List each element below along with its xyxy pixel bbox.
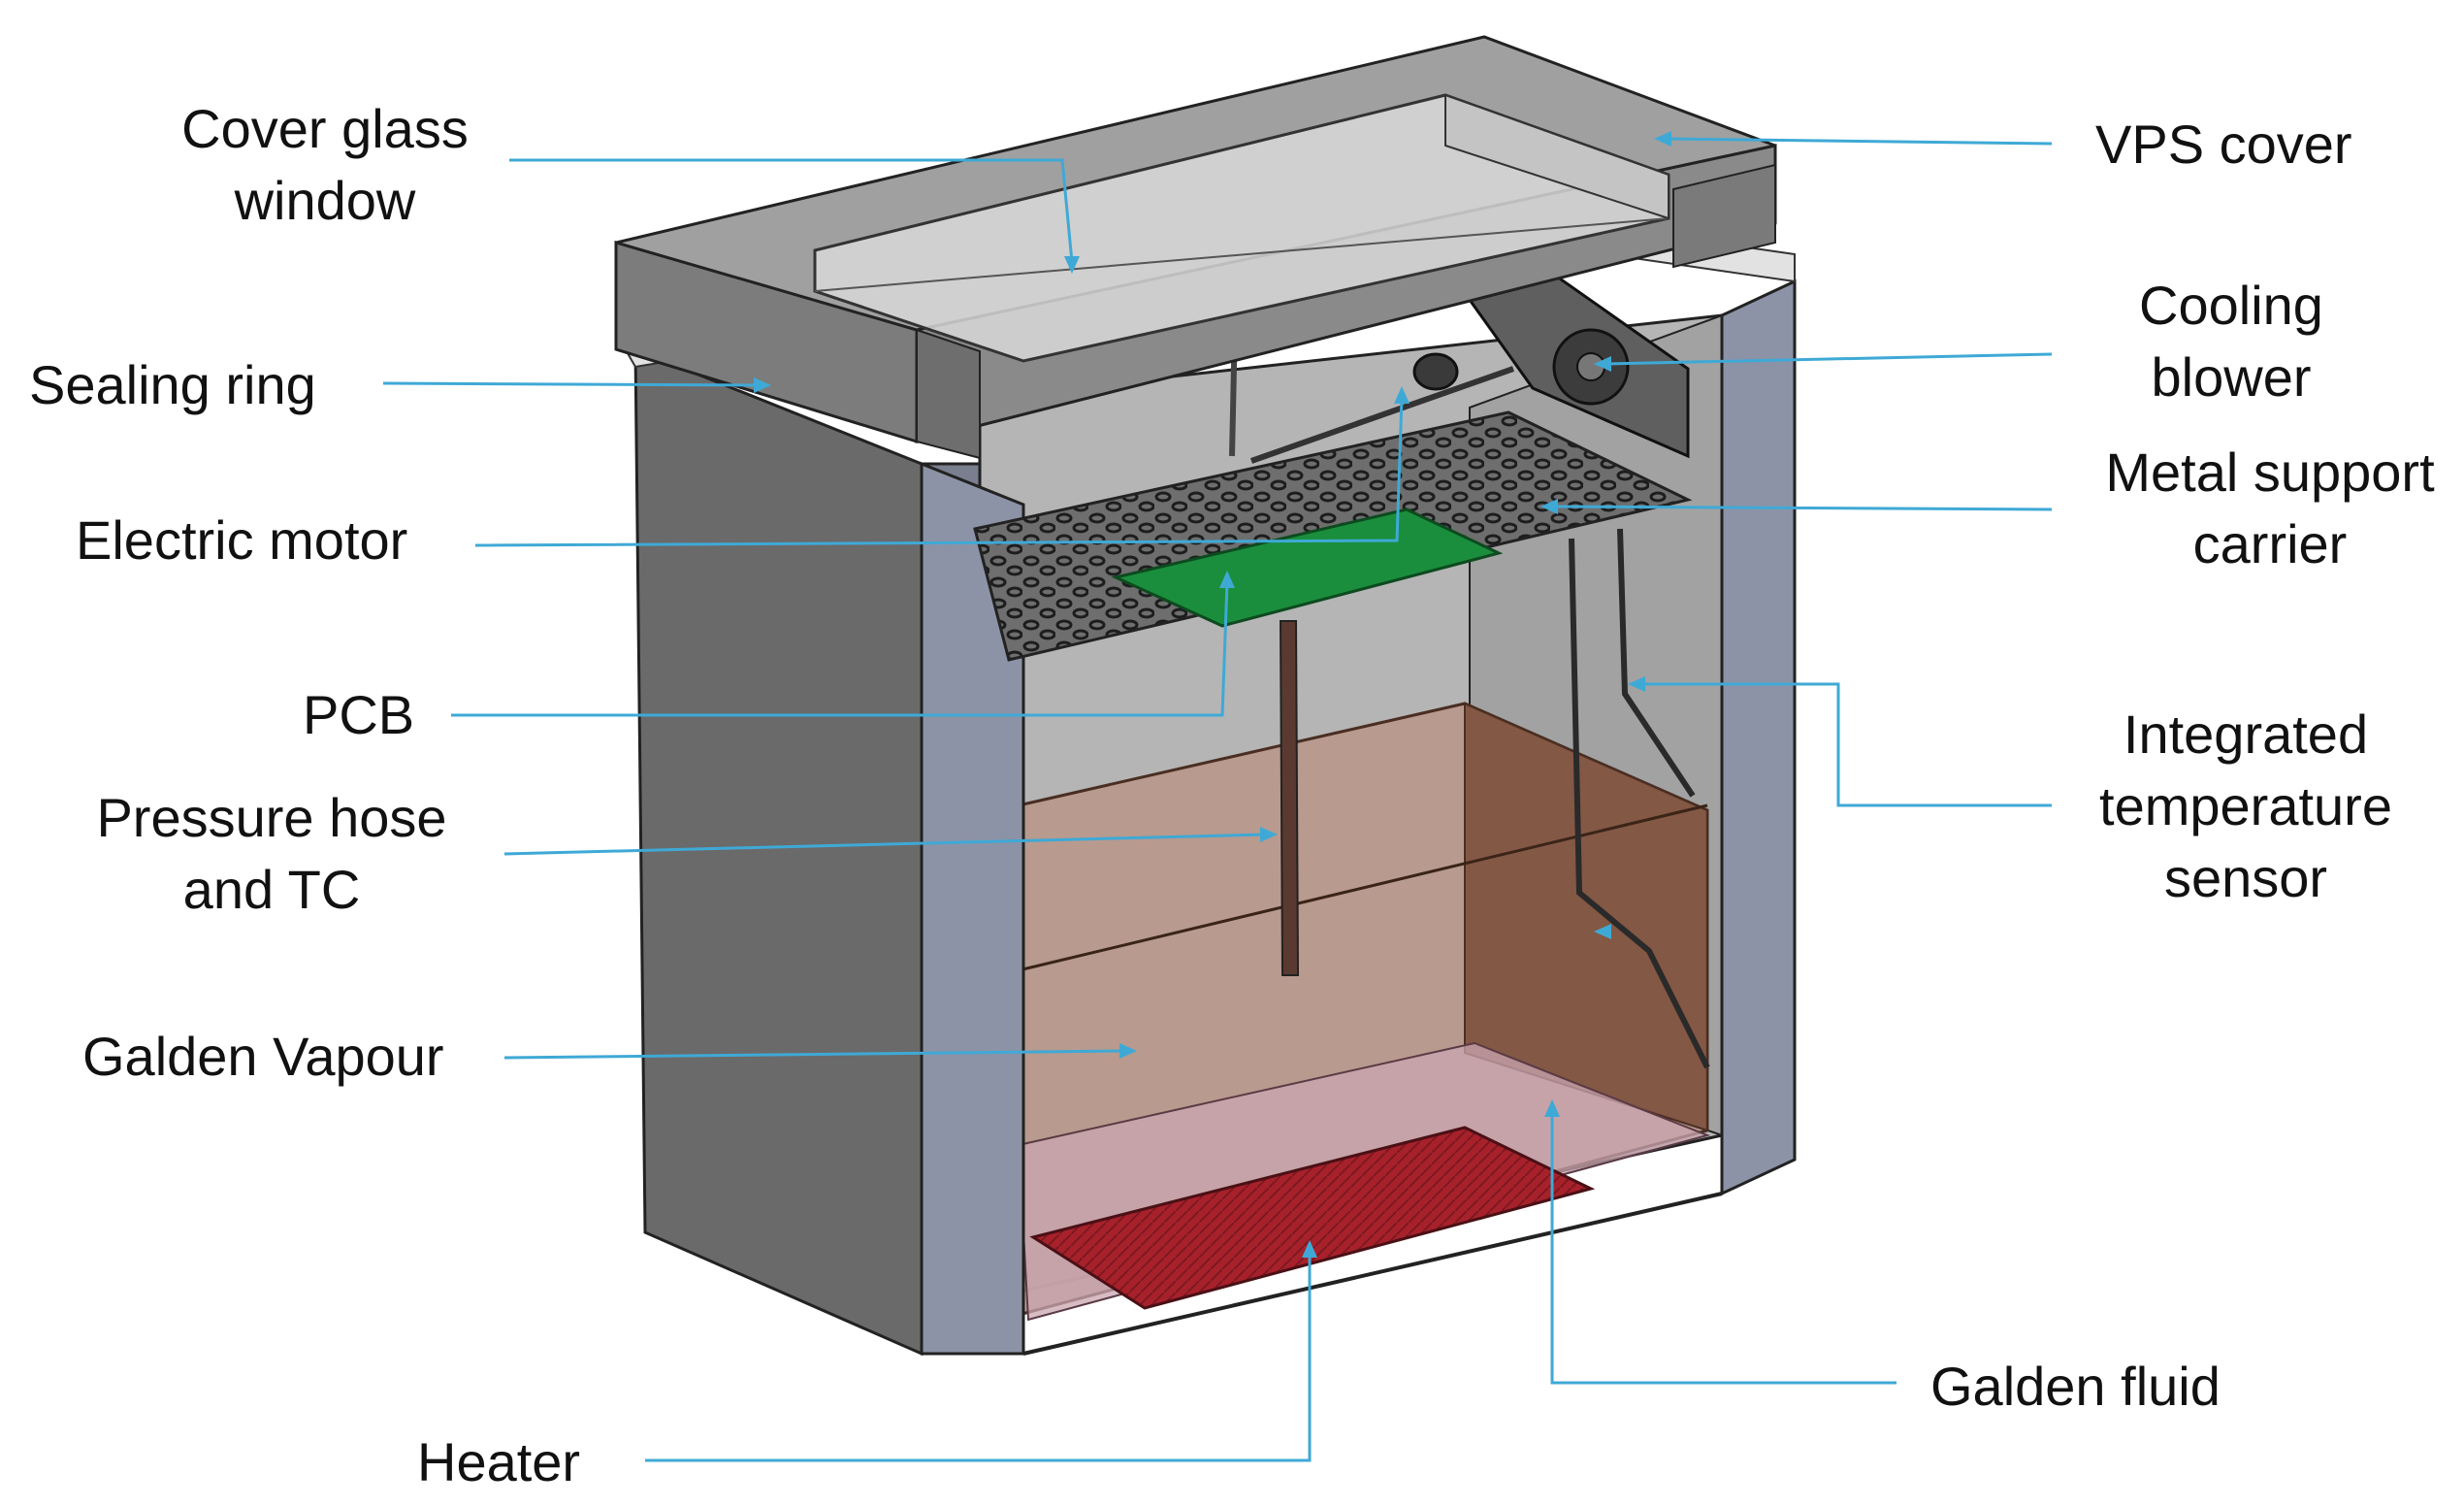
chamber-left-face [633,346,924,1357]
label-cooling-blower: Cooling blower [2086,270,2377,413]
leader-temp-sensor [1639,682,2052,807]
electric-motor [1412,352,1459,391]
temperature-sensor-rod [1617,528,1696,798]
label-integrated-temperature-sensor-line-1: Integrated [2123,704,2369,765]
label-metal-support-carrier-line-1: Metal support [2105,442,2435,503]
label-integrated-temperature-sensor: Integrated temperature sensor [2066,699,2425,914]
label-cover-glass-window: Cover glass window [165,93,485,237]
galden-vapour-right-face [1464,702,1708,1132]
leader-heater [645,1252,1312,1462]
pcb-board [1111,507,1504,628]
leader-lines [382,137,2053,1462]
label-pressure-hose-and-tc: Pressure hose and TC [78,782,466,926]
leader-metal-support [1551,505,2053,511]
label-metal-support-carrier: Metal support carrier [2076,437,2464,580]
label-pcb: PCB [303,684,415,745]
heater-plate [1029,1126,1596,1310]
label-cooling-blower-line-1: Cooling [2139,275,2323,336]
label-sealing-ring: Sealing ring [29,354,316,415]
label-pressure-hose-line-1: Pressure hose [96,787,447,848]
pressure-hose [1279,620,1300,976]
label-electric-motor: Electric motor [76,509,408,571]
vps-cover-rim [916,328,981,460]
label-vps-cover: VPS cover [2095,114,2352,175]
leader-electric-motor [474,397,1404,547]
leader-cover-glass [509,158,1074,263]
label-galden-vapour: Galden Vapour [82,1026,444,1087]
label-pressure-hose-line-2: and TC [182,859,361,920]
leader-pressure-hose [503,833,1267,856]
leader-arrowheads [754,131,1671,1258]
motor-shaft [1250,366,1514,464]
label-integrated-temperature-sensor-line-3: sensor [2163,847,2328,908]
leader-cooling-blower [1605,352,2053,366]
label-metal-support-carrier-line-2: carrier [2192,513,2348,574]
leader-vps-cover [1663,137,2053,146]
label-heater: Heater [417,1431,581,1492]
leader-sealing-ring [382,381,762,387]
chamber-right-cut-wall [1720,278,1797,1196]
leader-pcb [451,581,1229,717]
label-cover-glass-window-line-2: window [234,170,416,231]
label-integrated-temperature-sensor-line-2: temperature [2099,775,2392,836]
label-galden-fluid: Galden fluid [1930,1356,2221,1417]
leader-galden-fluid [1550,1111,1897,1385]
label-cover-glass-window-line-1: Cover glass [181,98,469,159]
leader-galden-vapour [503,1049,1126,1060]
label-cooling-blower-line-2: blower [2151,346,2312,408]
